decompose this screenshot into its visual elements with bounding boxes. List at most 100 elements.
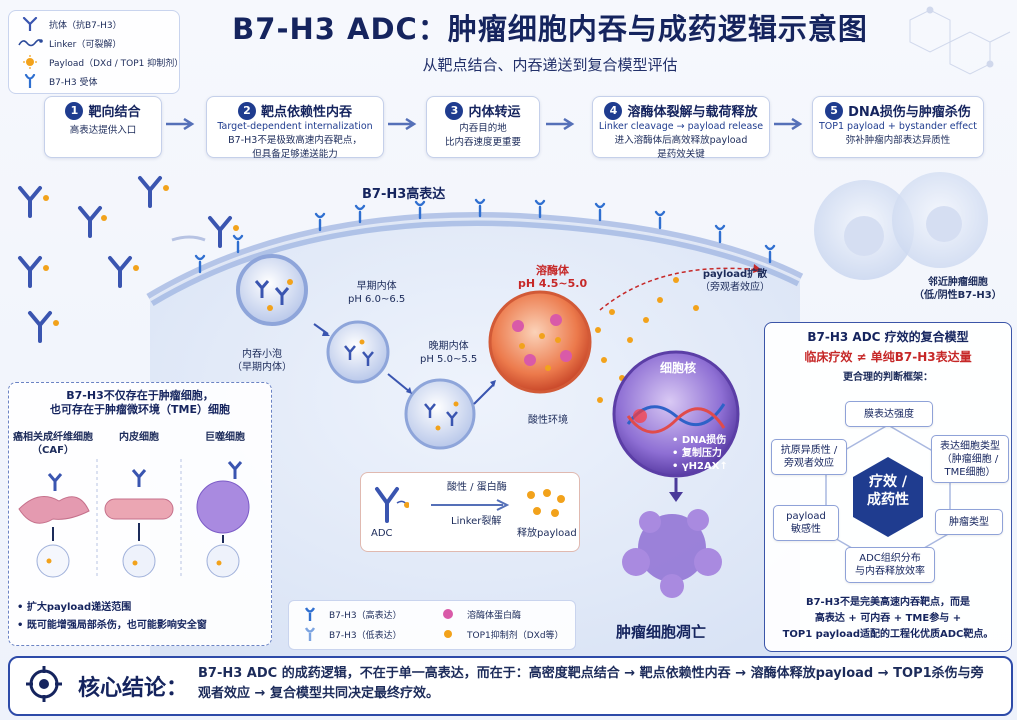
model-title: B7-H3 ADC 疗效的复合模型 [807,330,969,344]
step-en: Target-dependent internalization [217,121,373,132]
release-payload-label: 释放payload [517,528,577,539]
acid-protease-label: 酸性 / 蛋白酶 [447,482,507,493]
high-expression-label: B7-H3高表达 [362,187,446,202]
step-number: 2 [237,101,256,120]
step-2-internalization: 2 靶点依赖性内吞 Target-dependent internalizatio… [206,96,384,160]
model-footer: B7-H3不是完美高速内吞靶点，而是 高表达 + 可内吞 + TME参与 + T… [782,597,994,640]
legend-b7h3-high: B7-H3（高表达） [297,607,402,621]
step-desc: 内吞目的地 [459,123,507,134]
step-5-dna-damage: 5 DNA损伤与肿瘤杀伤 TOP1 payload + bystander eff… [812,96,984,158]
conclusion-bar [8,656,1013,716]
bystander-diffusion-arrow [599,267,761,311]
tme-cells-illustration [18,459,250,579]
background-molecule-decoration [909,6,1011,75]
legend-item-payload: Payload（DXd / TOP1 抑制剂） [17,55,183,69]
membrane-receptors [194,198,776,274]
antibody-icon [22,17,38,31]
adc-icon [375,487,409,523]
legend-item-receptor: B7-H3 受体 [17,74,98,88]
model-node-tumor-type: 肿瘤类型 [935,509,1003,535]
linker-cleavage-label: Linker裂解 [451,516,502,527]
vesicle-label: 内吞小泡（早期内体） [232,349,292,373]
model-node-cell-type: 表达细胞类型（肿瘤细胞 /TME细胞） [931,435,1009,483]
conclusion-text: B7-H3 ADC 的成药逻辑，不在于单一高表达，而在于：高密度靶点结合 → 靶… [198,666,984,701]
receptor-high-icon [304,607,316,621]
step-desc: B7-H3不是极致高速内吞靶点， [228,135,362,146]
protease-icon [443,609,453,619]
nucleus-label: 细胞核 [660,361,697,375]
linker-cleavage-box: ADC 酸性 / 蛋白酶 Linker裂解 释放payload [360,472,580,552]
step-arrow-4 [774,118,803,130]
endocytic-vesicle [236,254,308,326]
step-title: 靶向结合 [88,105,141,120]
step-title: 溶酶体裂解与载荷释放 [627,105,758,120]
model-center-hex [853,457,923,537]
step-number: 5 [825,101,844,120]
model-node-heterogeneity: 抗原异质性 /旁观者效应 [771,439,847,475]
step-arrow-2 [388,118,417,130]
cleavage-arrow [431,499,510,511]
top1-icon [444,630,452,638]
legend-b7h3-low: B7-H3（低表达） [297,627,402,641]
cell-illustration [18,172,988,660]
free-payloads [43,185,239,326]
legend-top1-inhibitor: TOP1抑制剂（DXd等） [435,627,564,641]
target-icon [26,666,62,702]
page-subtitle: 从靶点结合、内吞递送到复合模型评估 [422,56,678,74]
step-3-endosome-trafficking: 3 内体转运 内吞目的地 比内吞速度更重要 [426,96,540,158]
tme-panel: B7-H3不仅存在于肿瘤细胞， 也可存在于肿瘤微环境（TME）细胞 癌相关成纤维… [8,382,272,646]
released-payload-icon [527,489,565,517]
lysosomal-proteases [512,314,572,366]
step-desc: 比内吞速度更重要 [444,137,521,148]
conclusion-label: 核心结论： [78,676,189,701]
step-number: 3 [445,101,464,120]
legend-item-antibody: 抗体（抗B7-H3） [17,17,122,31]
nucleus-effects: • DNA损伤• 复制压力• γH2AX↑ [672,435,728,472]
tme-title: 也可存在于肿瘤微环境（TME）细胞 [50,403,230,416]
composite-model-panel: B7-H3 ADC 疗效的复合模型 临床疗效 ≠ 单纯B7-H3表达量 更合理的… [764,322,1012,652]
step-desc: 是药效关键 [657,149,705,160]
caf-cell-icon [18,496,90,524]
apoptotic-tumor-cell [622,509,722,598]
adc-label: ADC [371,528,393,539]
model-framework-label: 更合理的判断框架： [843,372,933,383]
linker-icon [18,39,43,47]
step-number: 4 [604,101,623,120]
step-desc: 进入溶酶体后高效释放payload [614,135,748,146]
late-endosome [404,378,476,450]
step-arrow-3 [546,118,575,130]
payload-diffusion-label: payload扩散（旁观者效应） [700,269,770,293]
nucleus [612,350,740,478]
legend-item-linker: Linker（可裂解） [17,36,121,50]
step-title: 靶点依赖性内吞 [260,105,352,120]
tme-col-caf: 癌相关成纤维细胞（CAF） [13,432,93,456]
step-title: 内体转运 [468,105,521,120]
step-title: DNA损伤与肿瘤杀伤 [848,105,971,120]
step-en: TOP1 payload + bystander effect [818,121,977,132]
early-endosome [326,320,390,384]
model-node-membrane-expression: 膜表达强度 [845,401,933,427]
tme-col-macrophage: 巨噬细胞 [205,432,245,443]
page-title: B7-H3 ADC：肿瘤细胞内吞与成药逻辑示意图 [232,12,868,46]
released-payloads [595,277,699,403]
step-number: 1 [65,101,84,120]
model-subtitle: 临床疗效 ≠ 单纯B7-H3表达量 [804,350,972,364]
step-arrow-1 [166,118,195,130]
receptor-icon [24,74,36,88]
model-node-adc-distribution: ADC组织分布与内吞释放效率 [845,547,935,583]
acidic-environment-label: 酸性环境 [528,415,568,426]
tme-bullets: • 扩大payload递送范围 • 既可能增强局部杀伤，也可能影响安全窗 [17,602,207,631]
legend-lysosomal-protease: 溶酶体蛋白酶 [435,607,521,621]
neighbor-cell-label: 邻近肿瘤细胞（低/阴性B7-H3） [914,277,1002,301]
apoptosis-label: 肿瘤细胞凋亡 [616,623,707,641]
tme-col-endothelial: 内皮细胞 [119,432,159,443]
endothelial-cell-icon [104,498,174,520]
approach-arrow [171,235,206,242]
free-adc-molecules [18,176,232,343]
macrophage-cell-icon [196,480,250,534]
payload-icon [23,55,37,69]
model-center-label: 疗效 /成药性 [867,474,909,508]
